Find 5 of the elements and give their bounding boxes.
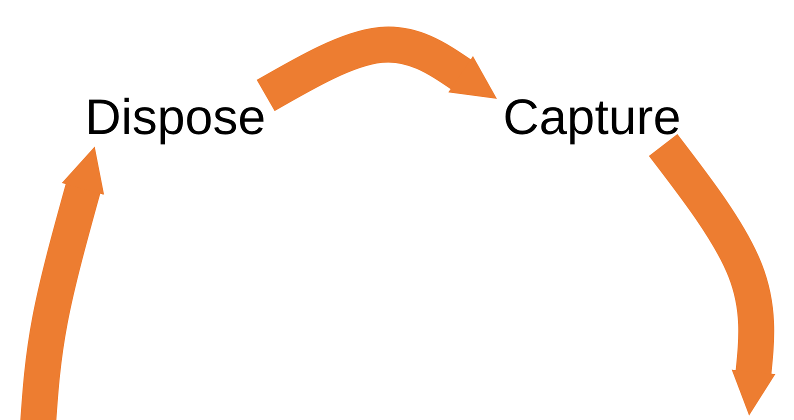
step-label: Capture [503,90,681,145]
curved-arrow [20,146,104,420]
step-label: Dispose [85,90,266,145]
curved-arrow [256,26,498,112]
curved-arrow [648,134,776,416]
